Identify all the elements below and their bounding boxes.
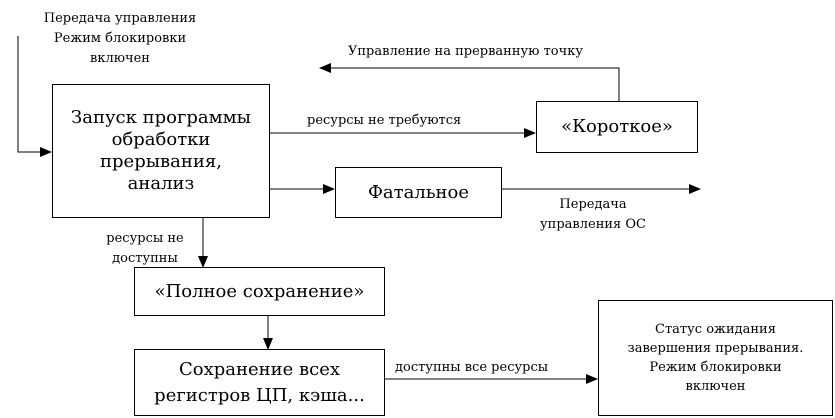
- start-box-line: обработки: [111, 129, 211, 150]
- edge-label-all-available: доступны все ресурсы: [395, 360, 549, 375]
- status-box-line: включен: [685, 379, 746, 394]
- start-box-line: прерывания,: [100, 151, 222, 172]
- start-box: Запуск программы обработки прерывания, а…: [52, 84, 270, 218]
- edge-label-line: ресурсы не: [106, 231, 184, 246]
- entry-line: Режим блокировки: [53, 31, 187, 46]
- status-box: Статус ожидания завершения прерывания. Р…: [598, 300, 833, 416]
- edge-label-line: Передача: [559, 197, 627, 212]
- entry-line: включен: [90, 51, 150, 66]
- edge-label-line: управления ОС: [540, 217, 646, 232]
- edge-label-line: доступны: [112, 251, 178, 266]
- fatal-box: Фатальное: [335, 167, 502, 218]
- return-label: Управление на прерванную точку: [348, 44, 583, 59]
- short-box-label: «Короткое»: [561, 116, 673, 137]
- entry-label: Передача управления Режим блокировки вкл…: [30, 9, 210, 69]
- edge-label-not-available: ресурсы не доступны: [90, 229, 200, 269]
- edge-label-to-os: Передача управления ОС: [530, 195, 656, 235]
- status-box-line: Режим блокировки: [649, 360, 782, 375]
- entry-line: Передача управления: [43, 11, 197, 26]
- edge-label-no-resources: ресурсы не требуются: [307, 113, 462, 128]
- status-box-line: завершения прерывания.: [627, 341, 804, 356]
- fatal-box-label: Фатальное: [367, 181, 470, 203]
- start-box-line: анализ: [127, 173, 195, 194]
- short-box: «Короткое»: [536, 101, 698, 153]
- return-arrow: [319, 63, 620, 101]
- full-save-box-label: «Полное сохранение»: [154, 280, 365, 302]
- entry-arrow: [17, 36, 52, 157]
- save-all-box-line: регистров ЦП, кэша...: [154, 384, 365, 406]
- save-all-box: Сохранение всех регистров ЦП, кэша...: [134, 349, 385, 416]
- status-box-line: Статус ожидания: [655, 322, 776, 337]
- full-save-box: «Полное сохранение»: [134, 267, 385, 316]
- save-all-box-line: Сохранение всех: [178, 358, 341, 380]
- start-box-line: Запуск программы: [71, 107, 251, 128]
